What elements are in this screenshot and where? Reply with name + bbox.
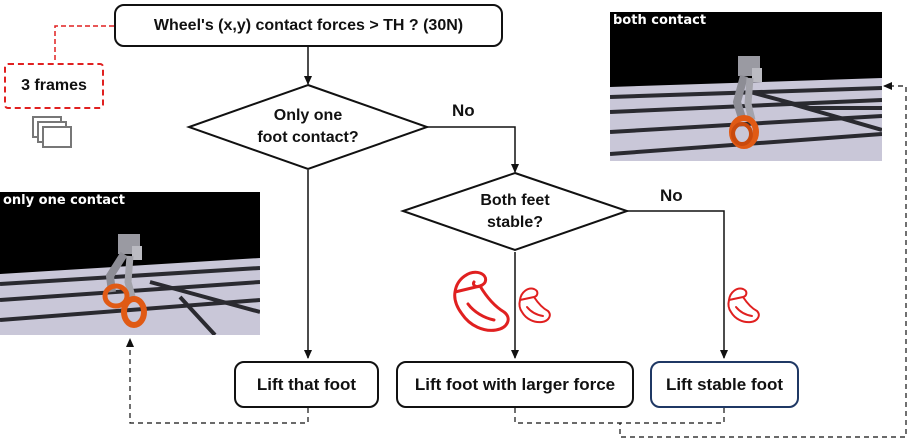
- frames-box: 3 frames: [4, 63, 104, 109]
- frames-text: 3 frames: [21, 77, 87, 94]
- start-condition-box: Wheel's (x,y) contact forces > TH ? (30N…: [114, 4, 503, 47]
- start-condition-text: Wheel's (x,y) contact forces > TH ? (30N…: [153, 16, 464, 34]
- decision-diamond-two: [399, 171, 631, 252]
- lift-stable-foot-box: Lift stable foot: [650, 361, 799, 408]
- decision-one-line1: Only one: [273, 107, 343, 124]
- decision-one-text: Only one foot contact?: [248, 105, 368, 149]
- arrow-decision2-no: [627, 210, 728, 359]
- frames-connector: [54, 25, 114, 61]
- decision-one-line2: foot contact?: [257, 129, 359, 146]
- decision-two-text: Both feet stable?: [465, 190, 565, 234]
- strong-arm-icon-large: [453, 270, 510, 332]
- decision-two-line1: Both feet: [480, 192, 550, 209]
- lift-larger-force-box: Lift foot with larger force: [396, 361, 634, 408]
- sim-scene-both-contact: [610, 12, 882, 161]
- stack-frames-icon: [32, 116, 72, 148]
- return-right-branch: [620, 408, 725, 424]
- decision-diamond-one: [185, 83, 431, 171]
- sim-image-one-contact: only one contact: [0, 192, 260, 335]
- sim-label-one-contact: only one contact: [3, 193, 125, 208]
- no-label-two: No: [660, 186, 683, 205]
- strong-arm-icon-right: [727, 287, 760, 324]
- lift-stable-foot-text: Lift stable foot: [665, 374, 784, 394]
- lift-larger-force-text: Lift foot with larger force: [414, 374, 616, 394]
- lift-that-foot-box: Lift that foot: [234, 361, 379, 408]
- decision-two-line2: stable?: [486, 214, 543, 231]
- no-label-one: No: [452, 101, 475, 120]
- lift-that-foot-text: Lift that foot: [256, 374, 357, 394]
- sim-scene-one-contact: [0, 192, 260, 335]
- sim-label-both-contact: both contact: [613, 13, 707, 28]
- strong-arm-icon-small: [518, 287, 551, 324]
- arrow-decision1-no: [427, 126, 519, 173]
- sim-image-both-contact: both contact: [610, 12, 882, 161]
- return-left-connector: [126, 338, 309, 424]
